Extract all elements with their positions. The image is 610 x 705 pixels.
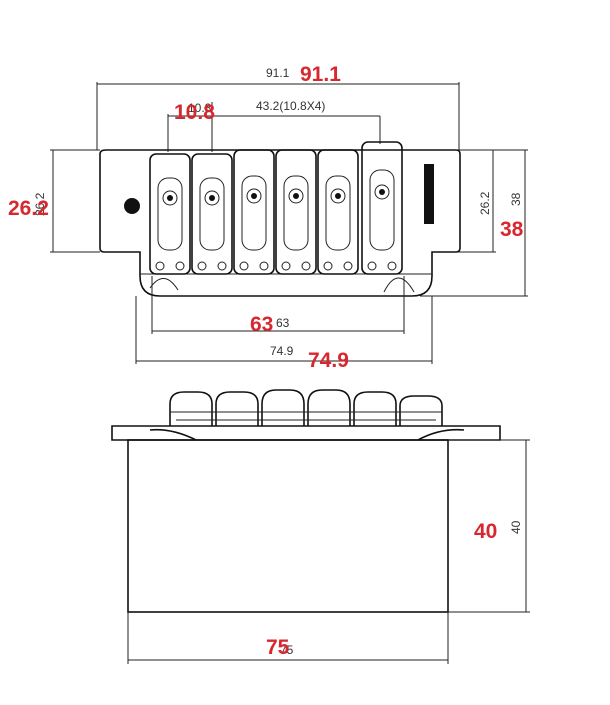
mounting-hole-icon xyxy=(124,198,140,214)
saddle-1 xyxy=(149,153,191,275)
brand-logo-mark xyxy=(424,164,434,224)
saddle-5 xyxy=(317,149,359,275)
mount-width-label-small: 74.9 xyxy=(270,344,294,358)
side-saddle-knobs xyxy=(169,389,443,426)
tremolo-block xyxy=(127,439,449,613)
block-height-dimension: 40 40 xyxy=(448,439,530,613)
left-height-label-small: 26.2 xyxy=(33,192,47,216)
right-total-label-red: 38 xyxy=(500,218,524,241)
saddle-spacing-label: 43.2(10.8X4) xyxy=(256,99,325,113)
left-mount-notch xyxy=(149,278,179,291)
saddle-6 xyxy=(361,141,403,275)
right-total-label-small: 38 xyxy=(509,192,523,206)
side-left-clamp xyxy=(149,428,197,441)
right-height-label-small: 26.2 xyxy=(478,191,492,215)
saddle-2 xyxy=(191,153,233,275)
left-height-label-red: 26.2 xyxy=(8,197,49,220)
saddle-width-label-red: 10.8 xyxy=(174,101,215,124)
side-view: 40 40 75 75 xyxy=(111,389,530,664)
left-height-dimension: 26.2 26.2 xyxy=(8,149,100,253)
inner-width-label-red: 63 xyxy=(250,313,273,336)
saddles xyxy=(149,141,403,275)
side-right-clamp xyxy=(417,428,465,441)
mount-width-dimension: 74.9 74.9 xyxy=(135,296,433,372)
saddle-width-label-small: 10.8 xyxy=(188,101,212,115)
block-width-label-red: 75 xyxy=(266,636,290,659)
inner-width-label-small: 63 xyxy=(276,316,290,330)
block-width-label-small: 75 xyxy=(280,643,294,657)
top-view: 91.1 91.1 10.8 10.8 43.2(10.8X4) 26.2 26… xyxy=(8,63,528,372)
mount-width-label-red: 74.9 xyxy=(308,349,349,372)
block-height-label-red: 40 xyxy=(474,520,497,543)
side-base-plate xyxy=(111,425,501,441)
right-mount-notch xyxy=(383,277,415,293)
saddle-3 xyxy=(233,149,275,275)
inner-width-dimension: 63 63 xyxy=(151,276,405,336)
right-height-dimension: 26.2 38 38 xyxy=(420,149,528,297)
saddle-spacing-dimension: 10.8 10.8 43.2(10.8X4) xyxy=(167,99,381,152)
overall-width-label-small: 91.1 xyxy=(266,66,290,80)
block-width-dimension: 75 75 xyxy=(127,612,449,664)
overall-width-dimension: 91.1 91.1 xyxy=(96,63,460,150)
saddle-4 xyxy=(275,149,317,275)
block-height-label-small: 40 xyxy=(509,520,523,534)
overall-width-label-red: 91.1 xyxy=(300,63,341,86)
bridge-plate-outline xyxy=(99,149,461,297)
